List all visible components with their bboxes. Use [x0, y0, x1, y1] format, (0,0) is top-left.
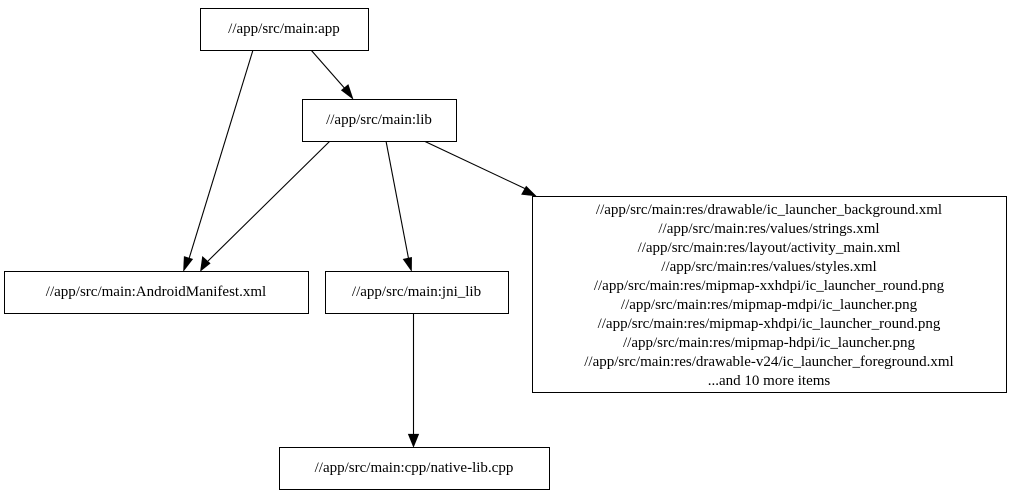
- edge-line-app-manifest: [187, 49, 254, 263]
- node-box-jni-lib[interactable]: [325, 271, 509, 314]
- node-box-native-lib[interactable]: [279, 447, 550, 490]
- edge-jni-lib-to-native-lib: [407, 313, 420, 448]
- arrowhead-app-lib: [340, 84, 354, 100]
- node-box-app[interactable]: [200, 8, 369, 51]
- edge-line-app-lib: [310, 49, 348, 92]
- arrowhead-lib-res: [521, 185, 537, 197]
- node-box-group: [4, 8, 1007, 490]
- node-box-lib[interactable]: [302, 99, 457, 142]
- arrowhead-lib-manifest: [200, 256, 211, 272]
- edge-line-lib-jni: [385, 140, 410, 262]
- edge-line-lib-manifest: [207, 140, 331, 262]
- edge-line-lib-res: [423, 140, 529, 191]
- edge-lib-to-jni-lib: [385, 140, 412, 272]
- edge-lib-to-res: [423, 140, 537, 197]
- arrowhead-jni-native: [407, 433, 420, 448]
- edge-app-to-manifest: [183, 49, 254, 272]
- node-box-res[interactable]: [532, 196, 1007, 393]
- arrowhead-lib-jni: [402, 257, 412, 272]
- edge-group: [183, 49, 537, 448]
- edge-lib-to-manifest: [200, 140, 331, 272]
- edge-app-to-lib: [310, 49, 354, 100]
- arrowhead-app-manifest: [183, 256, 194, 272]
- node-box-manifest[interactable]: [4, 271, 309, 314]
